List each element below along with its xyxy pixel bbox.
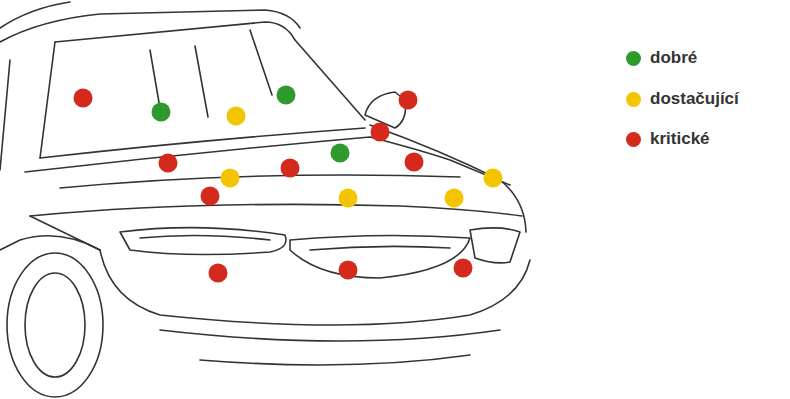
legend-label: dostačující xyxy=(650,89,739,109)
legend-entry: kritické xyxy=(626,129,710,149)
legend-entry: dostačující xyxy=(626,89,739,109)
legend-swatch xyxy=(626,92,641,107)
legend-entry: dobré xyxy=(626,48,697,68)
legend-label: dobré xyxy=(650,48,697,68)
legend-swatch xyxy=(626,51,641,66)
legend-label: kritické xyxy=(650,129,710,149)
legend-swatch xyxy=(626,132,641,147)
